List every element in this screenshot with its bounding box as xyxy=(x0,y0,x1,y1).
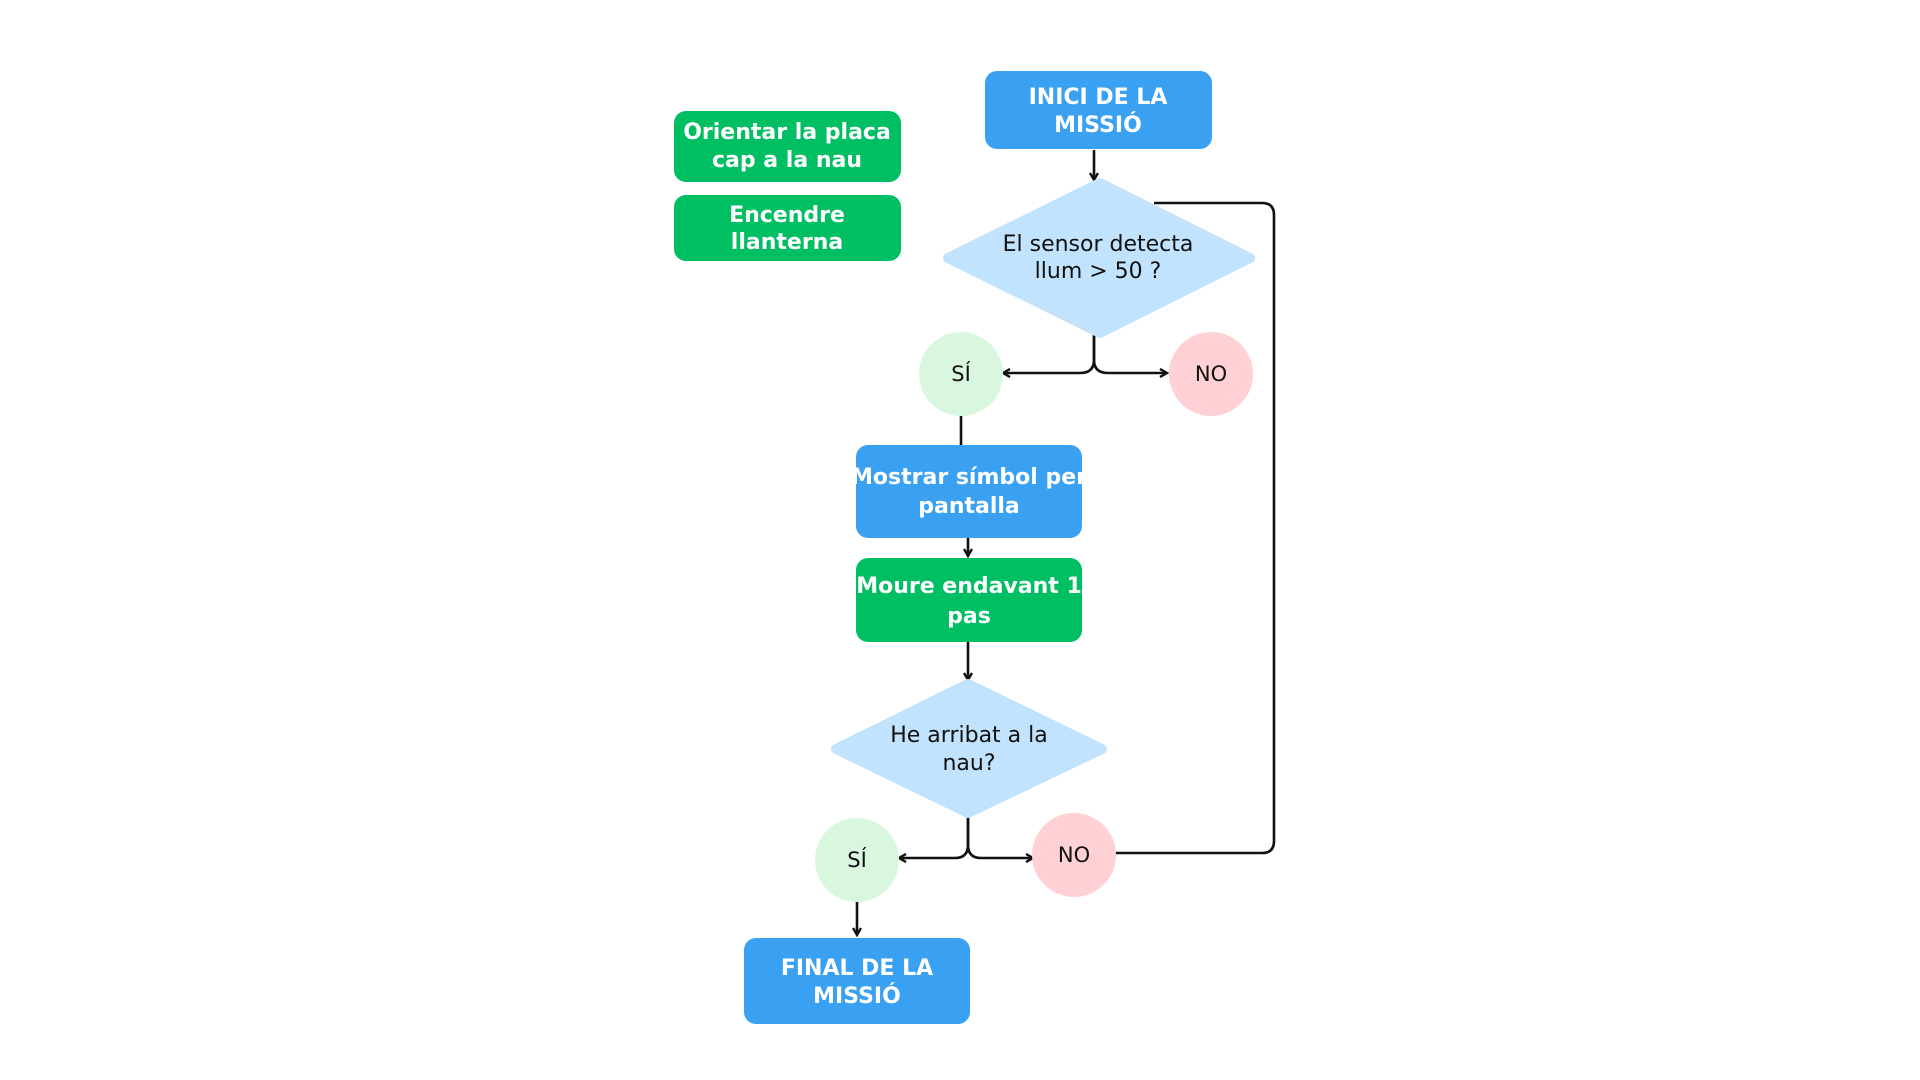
side-step-orient-line2: cap a la nau xyxy=(712,148,862,173)
end-line1: FINAL DE LA xyxy=(781,956,933,981)
move-forward-line1: Moure endavant 1 xyxy=(856,574,1082,599)
start-node: INICI DE LA MISSIÓ xyxy=(985,71,1212,149)
end-line2: MISSIÓ xyxy=(813,983,901,1009)
decision-light-line1: El sensor detecta xyxy=(1003,232,1194,257)
start-line1: INICI DE LA xyxy=(1029,85,1168,110)
connector-decision2-to-yes2 xyxy=(899,812,970,858)
connector-decision1-to-yes1 xyxy=(1003,332,1096,373)
decision-arrived-line1: He arribat a la xyxy=(890,723,1048,748)
side-step-turn-on-light: Encendre llanterna xyxy=(674,195,901,261)
yes-node-2: SÍ xyxy=(815,818,899,902)
yes-label-2: SÍ xyxy=(847,847,867,872)
decision-arrived: He arribat a la nau? xyxy=(831,679,1107,818)
no-node-2: NO xyxy=(1032,813,1116,897)
no-label-1: NO xyxy=(1195,362,1227,386)
yes-node-1: SÍ xyxy=(919,332,1003,416)
start-line2: MISSIÓ xyxy=(1054,112,1142,138)
yes-label-1: SÍ xyxy=(951,361,971,386)
no-node-1: NO xyxy=(1169,332,1253,416)
show-symbol-node: Mostrar símbol per pantalla xyxy=(851,445,1087,538)
end-node: FINAL DE LA MISSIÓ xyxy=(744,938,970,1024)
connector-no2-loop-back xyxy=(1114,201,1276,855)
no-label-2: NO xyxy=(1058,843,1090,867)
move-forward-line2: pas xyxy=(947,604,991,629)
side-step-light-line2: llanterna xyxy=(731,230,843,255)
show-symbol-line2: pantalla xyxy=(918,494,1020,519)
connector-decision1-to-no1 xyxy=(1092,332,1167,373)
connector-decision2-to-no2 xyxy=(966,812,1033,858)
side-step-light-line1: Encendre xyxy=(729,203,845,228)
side-step-orient-line1: Orientar la placa xyxy=(683,120,891,145)
decision-arrived-line2: nau? xyxy=(942,751,995,776)
connectors xyxy=(857,150,1276,935)
show-symbol-line1: Mostrar símbol per xyxy=(851,465,1087,490)
side-step-orient-board: Orientar la placa cap a la nau xyxy=(674,111,901,182)
decision-light-sensor: El sensor detecta llum > 50 ? xyxy=(943,178,1255,338)
decision-light-line2: llum > 50 ? xyxy=(1035,259,1162,284)
move-forward-node: Moure endavant 1 pas xyxy=(856,558,1082,642)
